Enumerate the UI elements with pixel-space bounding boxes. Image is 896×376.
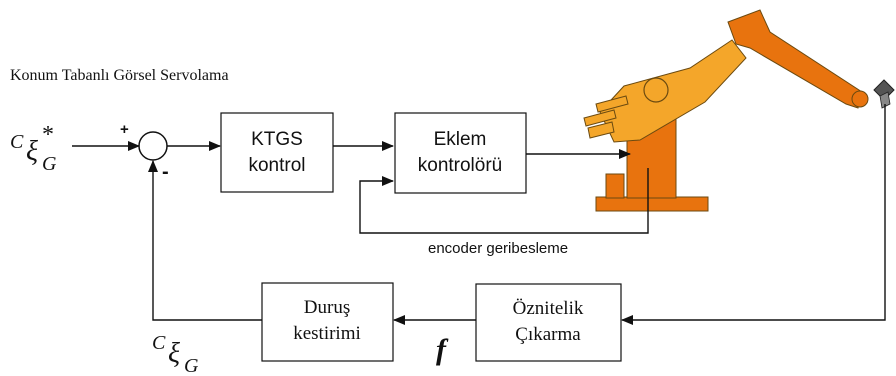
feedback-xi: ξ [168, 338, 180, 369]
input-star: * [42, 122, 54, 148]
encoder-feedback-label: encoder geribesleme [428, 240, 568, 257]
robot-camera-lens [879, 91, 891, 109]
block-durus-estimation [261, 282, 394, 362]
robot-base-plate [595, 196, 709, 212]
summing-plus-sign: + [120, 121, 129, 138]
block-durus-line1: Duruş [304, 297, 350, 318]
robot-shoulder-link [599, 39, 747, 143]
block-ktgs-control [220, 112, 334, 193]
robot-gripper-prong-low [587, 121, 615, 139]
summing-junction [138, 131, 168, 161]
block-eklem-controller [394, 112, 527, 194]
input-g: G [42, 153, 57, 175]
robot-wrist-joint [851, 90, 869, 108]
robot-gripper-prong-mid [583, 109, 617, 127]
block-oznitelik-line2: Çıkarma [515, 324, 581, 345]
block-oznitelik-line1: Öznitelik [513, 298, 584, 319]
pose-feedback-path [148, 160, 262, 321]
block-ktgs-line1: KTGS [251, 129, 303, 150]
robot-foot-post [605, 173, 625, 199]
block-durus-line2: kestirimi [293, 323, 361, 344]
summing-minus-sign: - [162, 161, 169, 183]
robot-arm-illustration [583, 9, 895, 212]
feedback-c: C [152, 332, 166, 354]
diagram-title: Konum Tabanlı Görsel Servolama [10, 67, 229, 84]
block-oznitelik-extraction [475, 283, 622, 362]
input-c: C [10, 131, 24, 153]
input-xi: ξ [26, 136, 38, 167]
feature-symbol-f: f [436, 333, 449, 366]
block-ktgs-line2: kontrol [248, 155, 305, 176]
block-eklem-line1: Eklem [434, 129, 487, 150]
feedback-pose-label: C ξ G [152, 332, 199, 376]
robot-shoulder-joint [643, 77, 669, 103]
robot-gripper-prong-top [595, 95, 629, 113]
robot-upper-arm [727, 9, 863, 109]
input-reference-label: C ξ G * [10, 122, 57, 175]
block-eklem-line2: kontrolörü [418, 155, 503, 176]
feedback-g: G [184, 355, 199, 376]
encoder-feedback-path [359, 168, 649, 234]
camera-feedback-path [621, 104, 886, 325]
